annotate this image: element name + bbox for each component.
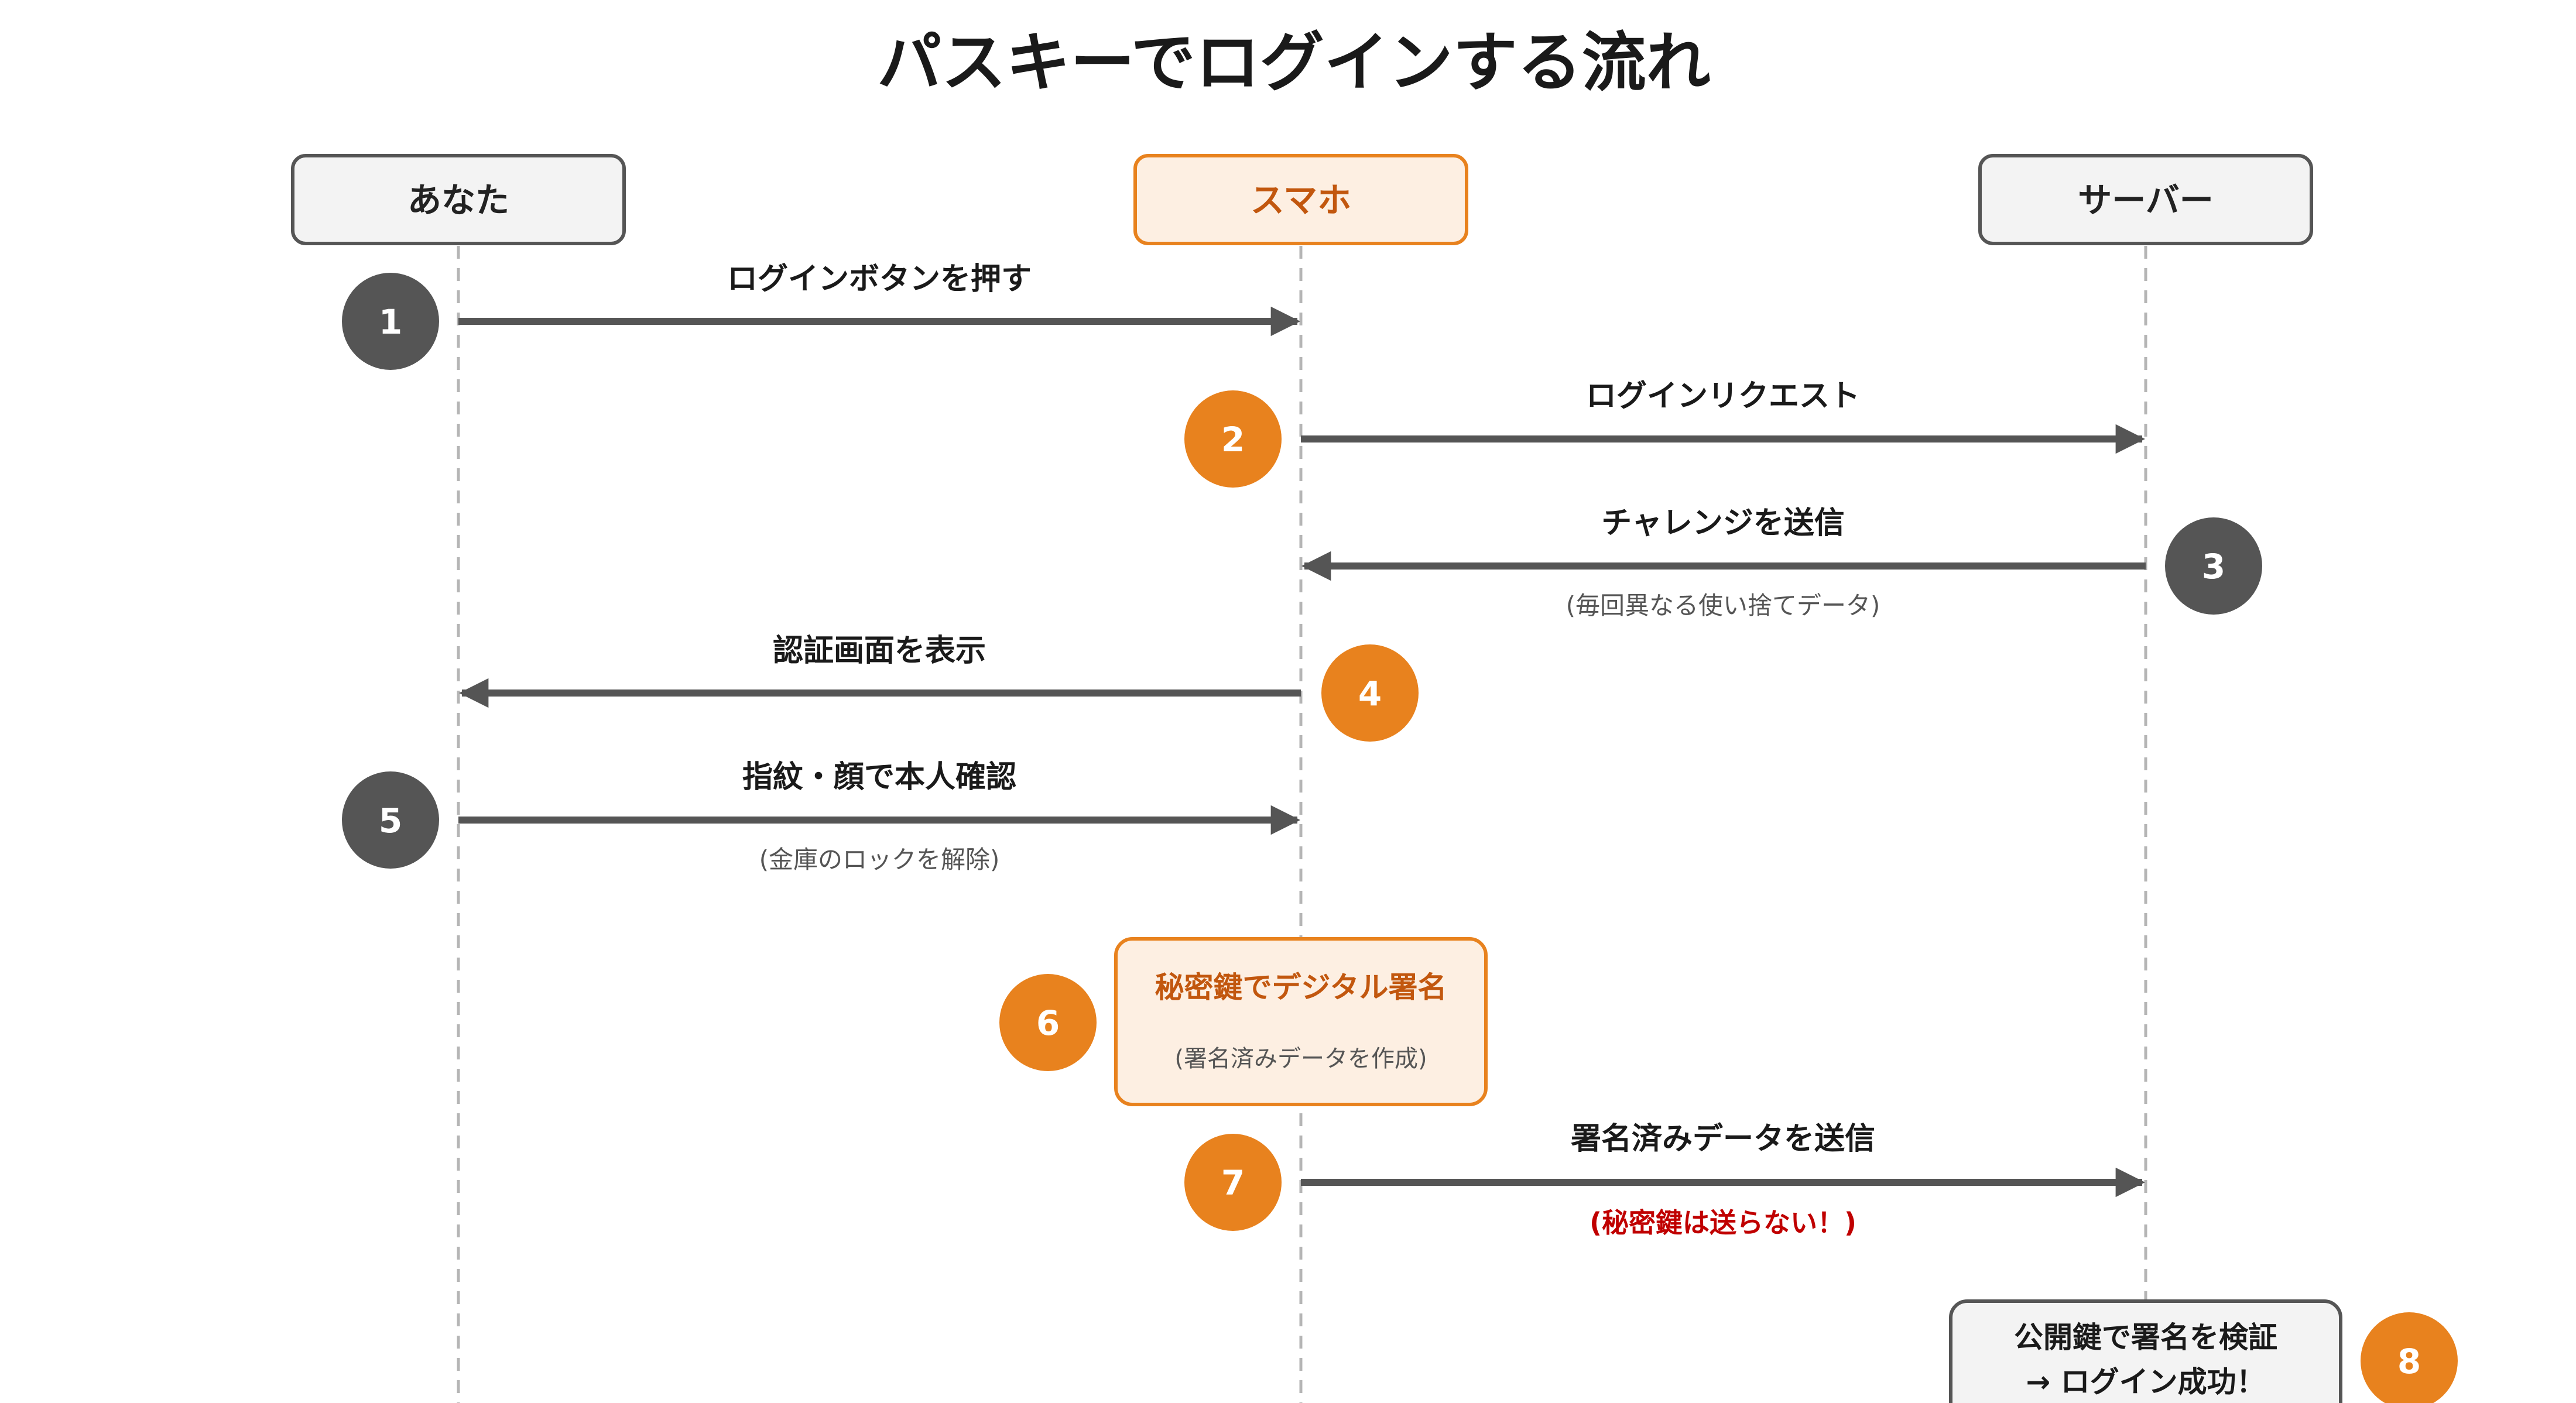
step-6-number: 6 — [1036, 1003, 1060, 1043]
step-3-label: チャレンジを送信 — [1601, 506, 1844, 541]
step-7-note: (秘密鍵は送らない！) — [1590, 1207, 1856, 1239]
step-8-label: 公開鍵で署名を検証 — [2014, 1320, 2277, 1354]
step-7-label: 署名済みデータを送信 — [1571, 1121, 1875, 1157]
step-3-number: 3 — [2202, 547, 2225, 586]
step-1: ログインボタンを押す 1 — [342, 262, 1301, 370]
actor-user: あなた — [291, 154, 626, 245]
step-8-box — [1949, 1299, 2342, 1403]
step-4-badge — [1321, 644, 1419, 742]
step-4: 認証画面を表示 4 — [458, 633, 1419, 742]
step-4-number: 4 — [1358, 674, 1382, 713]
step-5-number: 5 — [379, 801, 402, 841]
step-5-note: (金庫のロックを解除) — [759, 845, 1000, 874]
step-4-label: 認証画面を表示 — [773, 633, 986, 668]
actor-phone-label: スマホ — [1251, 180, 1351, 220]
actor-phone: スマホ — [1133, 154, 1468, 245]
step-1-badge — [342, 273, 439, 370]
step-2-number: 2 — [1221, 420, 1245, 459]
step-8-note: → ログイン成功！ — [2026, 1365, 2265, 1399]
step-8: 公開鍵で署名を検証 → ログイン成功！ 8 — [1949, 1299, 2458, 1403]
step-6-box — [1114, 937, 1488, 1106]
step-7-number: 7 — [1221, 1163, 1245, 1203]
step-7-badge — [1184, 1134, 1282, 1231]
step-1-number: 1 — [379, 302, 402, 342]
step-2: ログインリクエスト 2 — [1184, 379, 2146, 488]
step-7: 署名済みデータを送信 (秘密鍵は送らない！) 7 — [1184, 1121, 2146, 1239]
actor-server: サーバー — [1978, 154, 2313, 245]
step-1-label: ログインボタンを押す — [727, 262, 1032, 297]
step-6-note: (署名済みデータを作成) — [1174, 1045, 1427, 1072]
step-3-badge — [2165, 517, 2262, 615]
step-3: チャレンジを送信 (毎回異なる使い捨てデータ) 3 — [1301, 506, 2262, 620]
step-8-badge — [2361, 1312, 2458, 1403]
actor-server-label: サーバー — [2078, 180, 2213, 220]
actor-user-label: あなた — [407, 180, 509, 220]
step-5-label: 指紋・顔で本人確認 — [742, 760, 1016, 795]
step-8-number: 8 — [2397, 1342, 2421, 1381]
step-2-badge — [1184, 390, 1282, 488]
step-3-note: (毎回異なる使い捨てデータ) — [1566, 591, 1880, 620]
step-2-label: ログインリクエスト — [1586, 379, 1860, 414]
diagram-title: パスキーでログインする流れ — [877, 25, 1710, 100]
step-6-label: 秘密鍵でデジタル署名 — [1155, 970, 1447, 1004]
step-5-badge — [342, 771, 439, 869]
step-6-badge — [999, 974, 1097, 1071]
step-6: 秘密鍵でデジタル署名 (署名済みデータを作成) 6 — [999, 937, 1488, 1106]
step-5: 指紋・顔で本人確認 (金庫のロックを解除) 5 — [342, 760, 1301, 874]
